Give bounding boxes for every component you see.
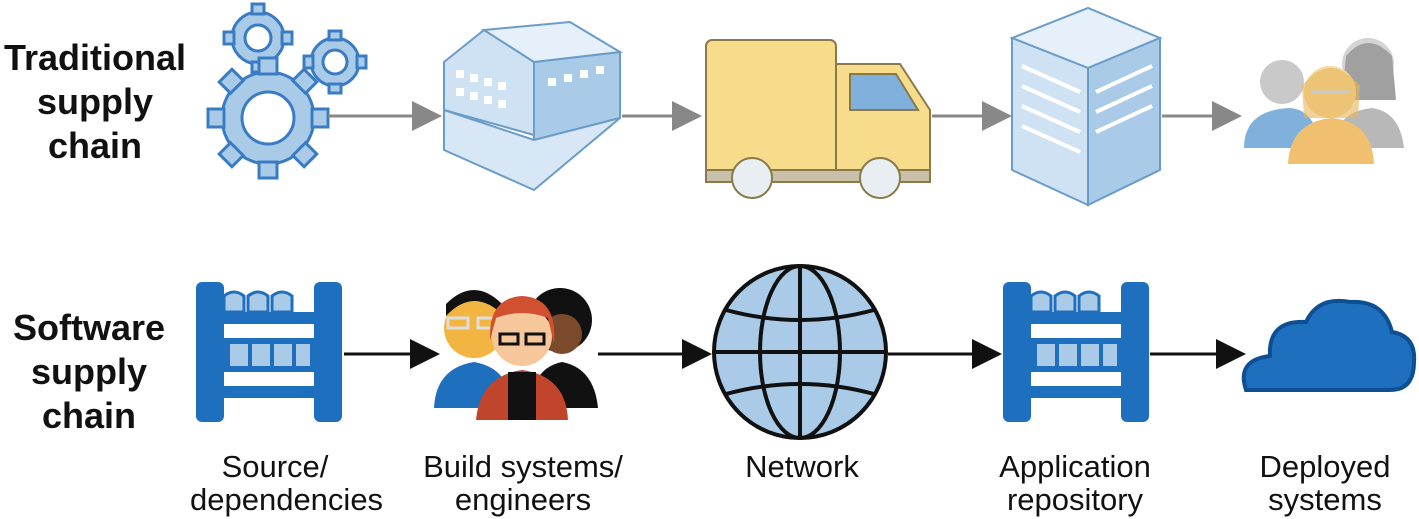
stage-label-source: Source/ dependencies	[190, 449, 384, 517]
label-line: Application	[999, 449, 1151, 484]
stage-label-deployed: Deployed systems	[1250, 450, 1400, 516]
title-line: Software	[12, 307, 166, 348]
building-icon	[1009, 6, 1163, 207]
title-line: Traditional	[3, 37, 187, 78]
title-line: supply	[36, 81, 153, 122]
label-line: Source/	[221, 449, 329, 484]
label-line: Build systems/	[423, 449, 623, 484]
globe-icon	[712, 264, 888, 440]
label-line: Deployed	[1259, 449, 1391, 484]
label-line: Network	[745, 449, 859, 484]
engineers-icon	[434, 288, 598, 420]
label-line: systems	[1268, 482, 1382, 517]
traditional-supply-chain-title: Traditional supply chain	[0, 36, 190, 168]
label-line: engineers	[454, 482, 592, 517]
title-line: chain	[41, 395, 137, 436]
truck-icon	[705, 39, 931, 199]
label-line: repository	[1006, 482, 1144, 517]
software-supply-chain-title: Software supply chain	[0, 306, 184, 438]
factory-icon	[443, 20, 624, 192]
stage-label-build: Build systems/ engineers	[418, 450, 628, 516]
people-icon	[1244, 38, 1404, 164]
stage-label-network: Network	[722, 450, 882, 483]
repository-icon	[196, 282, 342, 422]
stage-label-app-repo: Application repository	[990, 450, 1160, 516]
title-line: supply	[30, 351, 147, 392]
title-line: chain	[47, 125, 143, 166]
gears-icon	[206, 2, 368, 180]
cloud-icon	[1241, 299, 1417, 392]
repository-icon	[1003, 282, 1149, 422]
label-line: dependencies	[190, 482, 384, 517]
